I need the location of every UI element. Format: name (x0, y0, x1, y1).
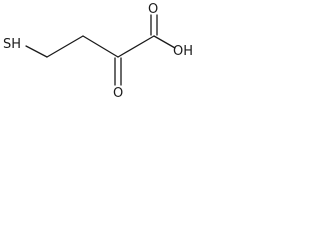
bond-c3-c2 (82, 35, 119, 58)
hydroxyl-label: OH (173, 44, 194, 59)
bond-c1-oh (153, 35, 176, 49)
molecule-structure (25, 14, 176, 86)
bond-c4-c3 (46, 35, 84, 58)
bond-c2-c1 (117, 35, 155, 58)
thiol-label: SH (3, 37, 22, 52)
carboxyl-oxygen-label: O (148, 2, 159, 17)
bond-s-c4 (25, 45, 48, 58)
ketone-oxygen-label: O (113, 86, 124, 101)
